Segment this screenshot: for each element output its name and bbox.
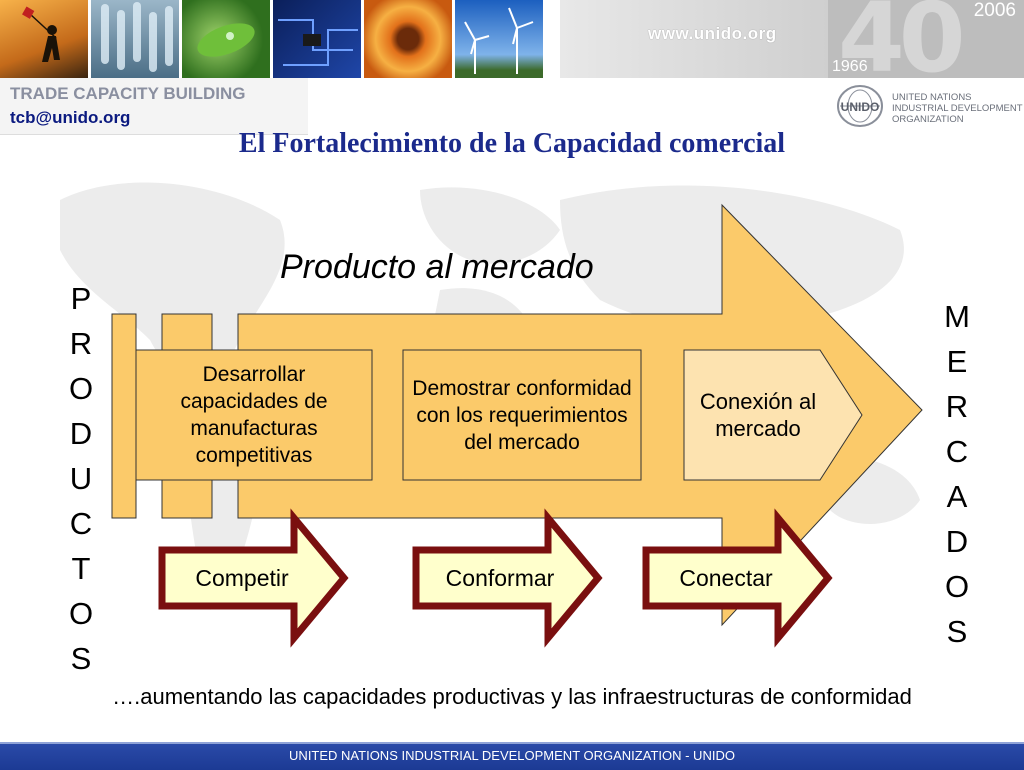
productos-letter: D (69, 416, 93, 451)
site-url-link[interactable]: www.unido.org (648, 24, 777, 43)
photo-circuit-board (273, 0, 361, 78)
anniversary-year-start: 1966 (832, 58, 868, 75)
tcb-email-link[interactable]: tcb@unido.org (10, 108, 131, 127)
header-grey-band (560, 0, 828, 78)
org-name: UNITED NATIONS INDUSTRIAL DEVELOPMENT OR… (892, 92, 1023, 125)
org-name-line-1: UNITED NATIONS (892, 92, 972, 103)
tcb-title: TRADE CAPACITY BUILDING (10, 84, 246, 103)
small-arrow-label-competir: Competir (195, 565, 289, 591)
photo-test-tubes (91, 0, 179, 78)
photo-child-kite (0, 0, 88, 78)
wind-turbine-icon (464, 7, 534, 74)
anniversary-number: 40 (838, 0, 966, 78)
anniversary-logo: 40 2006 1966 (828, 0, 1024, 78)
org-name-line-3: ORGANIZATION (892, 114, 964, 125)
mercados-letter: R (945, 389, 969, 424)
photo-sunflower (364, 0, 452, 78)
step-box-1-shape (135, 349, 373, 481)
vertical-label-productos: P R O D U C T O S (58, 276, 104, 681)
mercados-letter: A (946, 479, 968, 514)
small-arrow-conformar-shape (412, 508, 603, 648)
photo-green-leaf (182, 0, 270, 78)
org-name-line-2: INDUSTRIAL DEVELOPMENT (892, 103, 1023, 114)
productos-letter: U (69, 461, 93, 496)
slide-title: El Fortalecimiento de la Capacidad comer… (238, 128, 786, 159)
arrow-tail-bar-1 (111, 313, 137, 519)
leaf-icon (197, 23, 255, 57)
circuit-icon (278, 19, 358, 66)
mercados-letter: C (945, 434, 969, 469)
mercados-letter: E (946, 344, 968, 379)
unido-emblem-icon: UNIDO (837, 85, 883, 127)
footer-text: UNITED NATIONS INDUSTRIAL DEVELOPMENT OR… (289, 748, 735, 763)
small-arrow-conectar-shape (642, 508, 833, 648)
productos-letter: T (71, 551, 91, 586)
productos-letter: S (70, 641, 92, 676)
mercados-letter: D (945, 524, 969, 559)
footer-bar: UNITED NATIONS INDUSTRIAL DEVELOPMENT OR… (0, 742, 1024, 770)
mercados-letter: M (944, 299, 970, 334)
productos-letter: R (69, 326, 93, 361)
step-box-1-text: Desarrollar capacidades de manufacturas … (180, 363, 328, 467)
mercados-letter: S (946, 614, 968, 649)
productos-letter: P (70, 281, 92, 316)
productos-letter: O (68, 596, 94, 631)
step-box-2-text: Demostrar conformidad con los requerimie… (412, 376, 632, 454)
small-arrow-label-conectar: Conectar (679, 565, 773, 591)
test-tubes-icon (101, 2, 173, 72)
anniversary-year-end: 2006 (973, 0, 1016, 21)
productos-letter: C (69, 506, 93, 541)
arrow-title: Producto al mercado (280, 248, 594, 286)
tcb-label-box: TRADE CAPACITY BUILDING tcb@unido.org (0, 78, 308, 135)
step-box-2-shape (402, 349, 642, 481)
photo-wind-turbines (455, 0, 543, 78)
step-box-3-text: Conexión al mercado (699, 389, 817, 441)
productos-letter: O (68, 371, 94, 406)
header-photo-strip (0, 0, 546, 78)
child-silhouette-icon (22, 6, 60, 62)
small-arrow-label-conformar: Conformar (445, 565, 555, 591)
small-arrow-competir-shape (158, 508, 349, 648)
mercados-letter: O (944, 569, 970, 604)
unido-emblem-text: UNIDO (841, 100, 880, 114)
vertical-label-mercados: M E R C A D O S (934, 294, 980, 654)
bottom-caption: ….aumentando las capacidades productivas… (112, 684, 912, 709)
org-identity: UNIDO UNITED NATIONS INDUSTRIAL DEVELOPM… (830, 80, 1024, 132)
step-box-3-shape (683, 349, 863, 481)
